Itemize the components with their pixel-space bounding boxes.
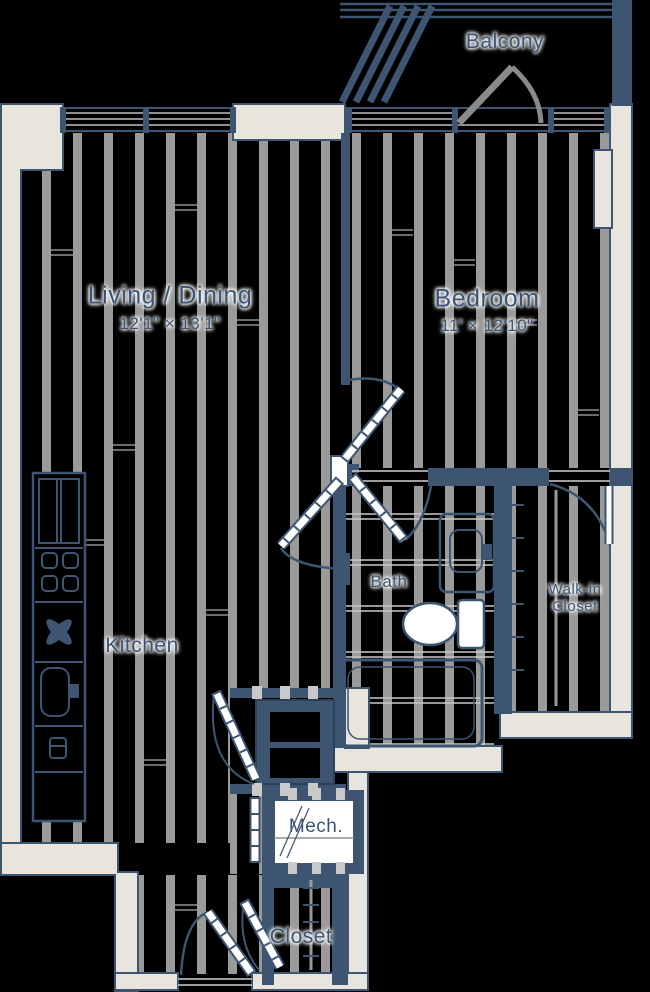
bathroom-vanity-sink-icon: [438, 512, 496, 594]
window-living: [60, 107, 236, 133]
refrigerator-icon: [38, 478, 80, 544]
dishwasher-icon: [49, 737, 67, 759]
mech-label: Mech.: [288, 816, 344, 838]
mech-closet: [273, 788, 355, 874]
washer-dryer-door-swing: [211, 689, 261, 785]
walk-in-closet-rod: [512, 490, 558, 706]
balcony-door-swing: [456, 64, 544, 126]
walk-in-closet-door-swing: [549, 482, 614, 546]
kitchen-sink-icon: [40, 667, 79, 717]
vent-fan-icon: [46, 619, 72, 645]
washer-dryer-icon: [252, 686, 335, 796]
plank-joints: [51, 204, 599, 911]
entry-door-swing: [179, 908, 257, 978]
living-dining-dimensions: 12'1" × 13'1": [119, 314, 221, 334]
kitchen-label: Kitchen: [105, 633, 179, 657]
cooktop-icon: [41, 552, 79, 592]
bedroom-dimensions: 11' × 12'10": [440, 316, 534, 336]
balcony-side-wall: [612, 0, 632, 106]
entry-closet-rod: [303, 880, 319, 970]
floor-walk-in-closet: [512, 486, 610, 712]
toilet-icon: [401, 598, 486, 650]
floor-living-dining: [22, 133, 341, 470]
closet-door-swing: [239, 898, 285, 971]
balcony-privacy-screen-icon: [338, 4, 436, 104]
floor-closet: [274, 888, 332, 973]
walk-in-closet-label: Walk-in Closet: [548, 580, 602, 615]
bathtub-icon: [338, 658, 484, 748]
bedroom-door-swing: [339, 377, 406, 464]
living-dining-label: Living / Dining: [87, 281, 253, 310]
closet-label: Closet: [269, 924, 333, 948]
bedroom-label: Bedroom: [434, 284, 540, 313]
window-bedroom: [345, 107, 610, 133]
bath-door-swing: [347, 472, 433, 544]
door-thresholds: [178, 470, 610, 986]
floor-bedroom: [350, 133, 610, 468]
balcony-label: Balcony: [465, 29, 545, 53]
bath-label: Bath: [370, 572, 408, 592]
kitchen-counter: [31, 471, 87, 823]
hall-door-swing: [276, 476, 345, 571]
